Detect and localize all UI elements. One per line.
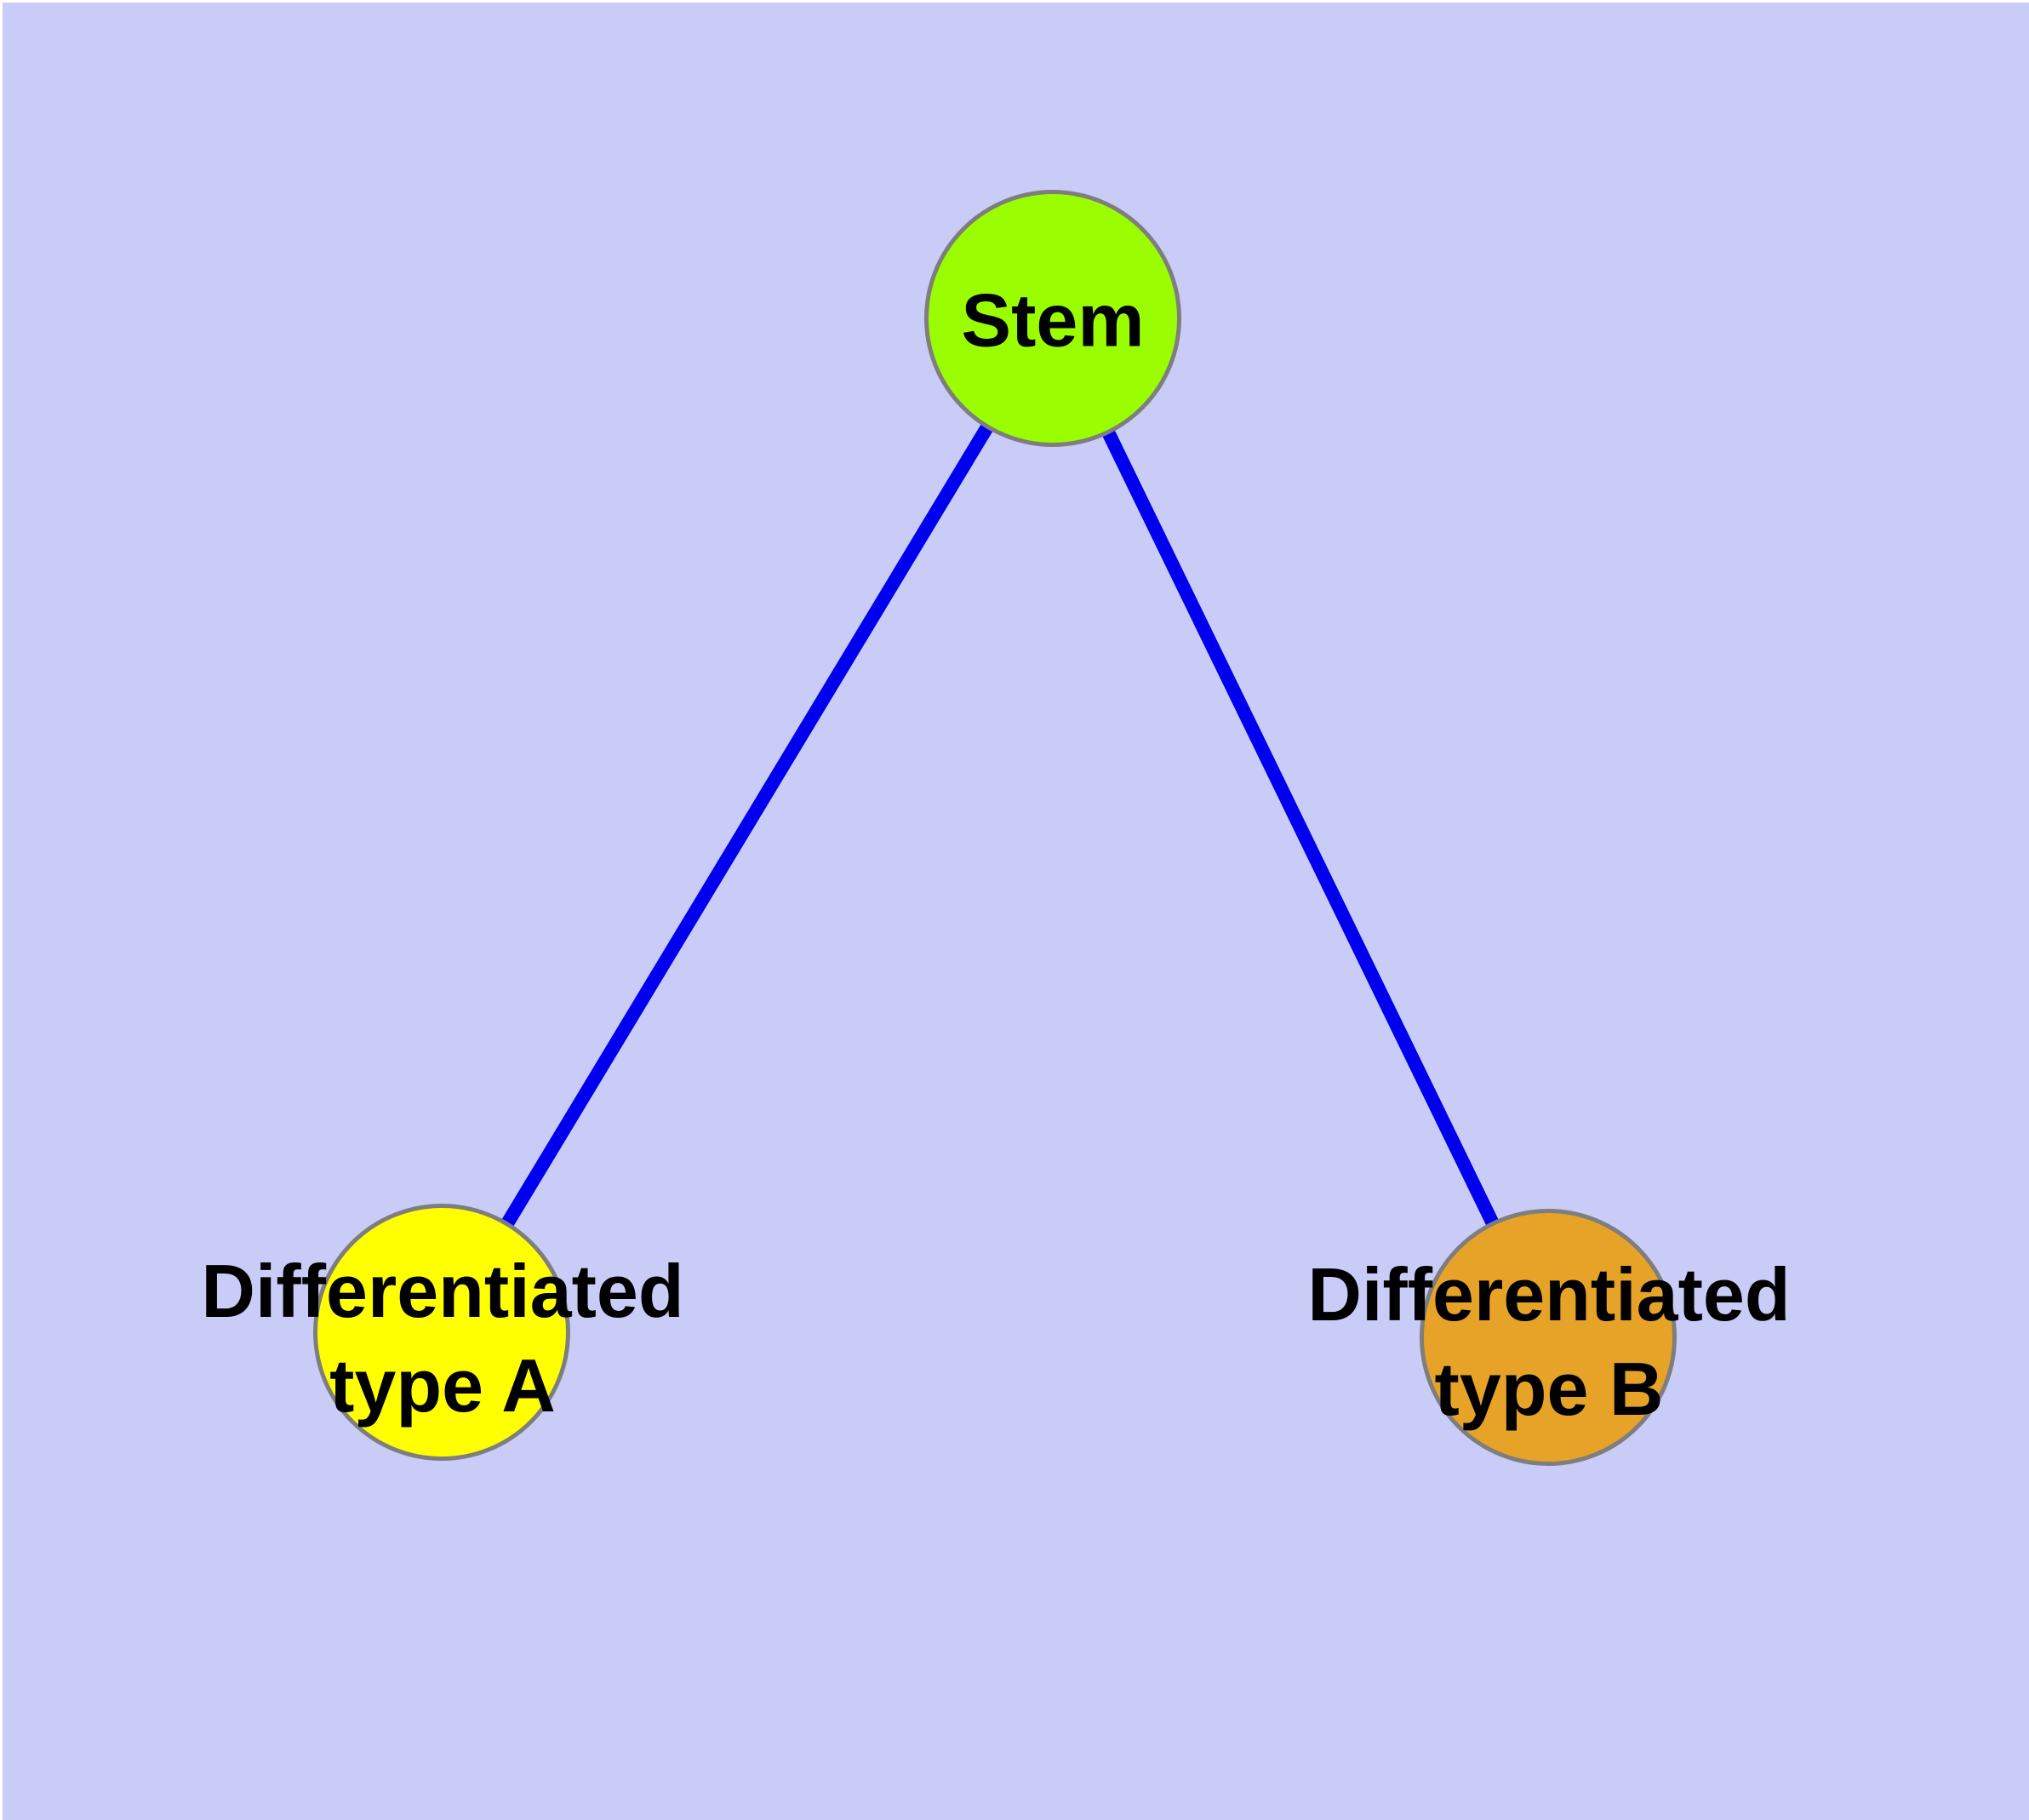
- edge-stem-to-type-a: [436, 314, 1059, 1336]
- node-stem[interactable]: [924, 190, 1181, 447]
- page-top-border: [0, 0, 2029, 3]
- node-differentiated-type-a[interactable]: [313, 1204, 570, 1461]
- edge-stem-to-type-b: [1046, 315, 1555, 1341]
- node-differentiated-type-b[interactable]: [1420, 1209, 1677, 1466]
- page-left-border: [0, 0, 3, 1820]
